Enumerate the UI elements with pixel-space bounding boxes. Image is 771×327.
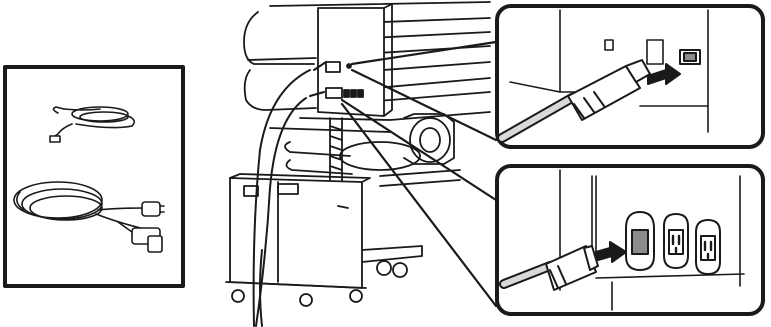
ac-outlet-icon <box>664 214 688 268</box>
usb-port-icon <box>680 50 700 64</box>
printer-illustration <box>226 2 490 326</box>
power-detail-panel <box>497 166 763 314</box>
accessories-panel <box>5 67 183 286</box>
power-inlet-icon <box>626 212 654 270</box>
usb-cable-icon <box>50 107 134 142</box>
power-cable-icon <box>14 182 164 252</box>
ac-outlet-icon <box>696 220 720 274</box>
usb-detail-panel <box>497 6 763 147</box>
